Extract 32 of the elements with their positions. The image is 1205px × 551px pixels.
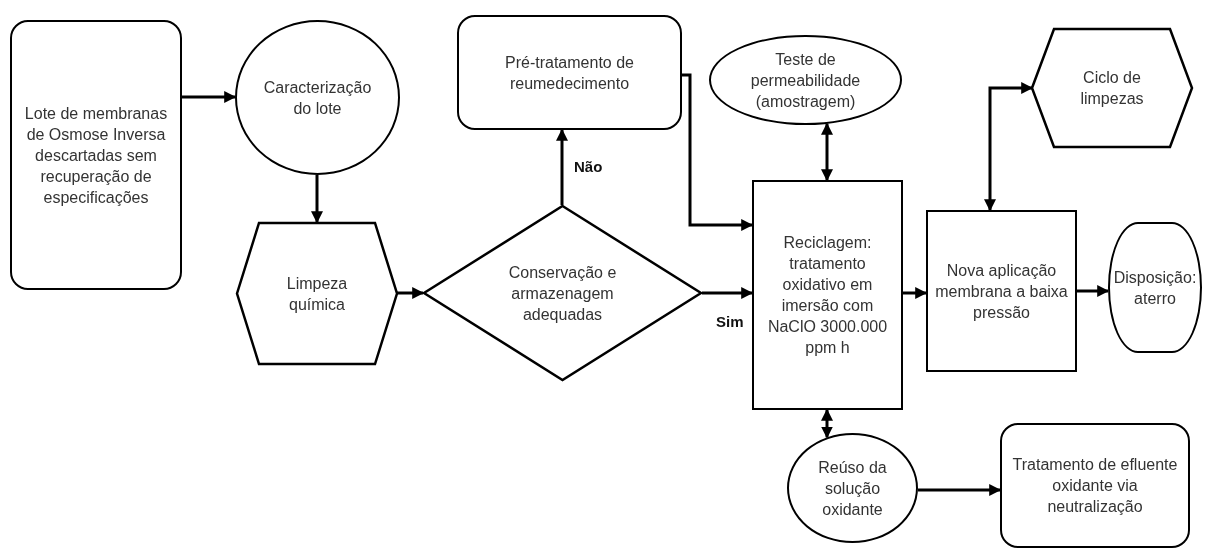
edge-label: Sim xyxy=(714,313,746,330)
node-text: Conservação e armazenagem adequadas xyxy=(507,262,618,325)
arrow xyxy=(903,287,928,299)
node-text: Reúso da solução oxidante xyxy=(817,457,888,520)
node-text: Reciclagem: tratamento oxidativo em imersão com NaClO 3000.000 ppm h xyxy=(766,233,889,358)
arrow xyxy=(702,287,754,299)
arrow xyxy=(182,91,237,103)
process-box xyxy=(926,210,1077,372)
node-text: Disposição: aterro xyxy=(1112,267,1198,309)
hexagon-node xyxy=(237,222,397,365)
arrow xyxy=(821,122,833,182)
decision-diamond xyxy=(423,205,702,381)
arrow xyxy=(556,128,568,205)
rounded-box xyxy=(457,15,682,130)
rounded-box xyxy=(1000,423,1190,548)
node-text: Ciclo de limpezas xyxy=(1079,68,1145,109)
arrow xyxy=(1077,285,1110,297)
node-text: Nova aplicação membrana a baixa pressão xyxy=(934,260,1069,323)
arrow xyxy=(397,287,425,299)
arrow xyxy=(917,484,1002,496)
edge-label: Não xyxy=(572,158,605,175)
rounded-box xyxy=(10,20,182,290)
process-box xyxy=(752,180,903,410)
hexagon-node xyxy=(1032,28,1192,148)
node-text: Limpeza química xyxy=(285,273,349,315)
node-text: Pré-tratamento de reumedecimento xyxy=(504,52,635,94)
node-text: Lote de membranas de Osmose Inversa descartadas sem recuperação de especificações xyxy=(23,103,169,208)
node-text: Caracterização do lote xyxy=(262,77,373,119)
node-text: Teste de permeabilidade (amostragem) xyxy=(749,49,862,112)
arrow xyxy=(311,175,323,224)
arrow xyxy=(682,73,754,231)
node-text: Tratamento de efluente oxidante via neutralização xyxy=(1011,455,1179,517)
